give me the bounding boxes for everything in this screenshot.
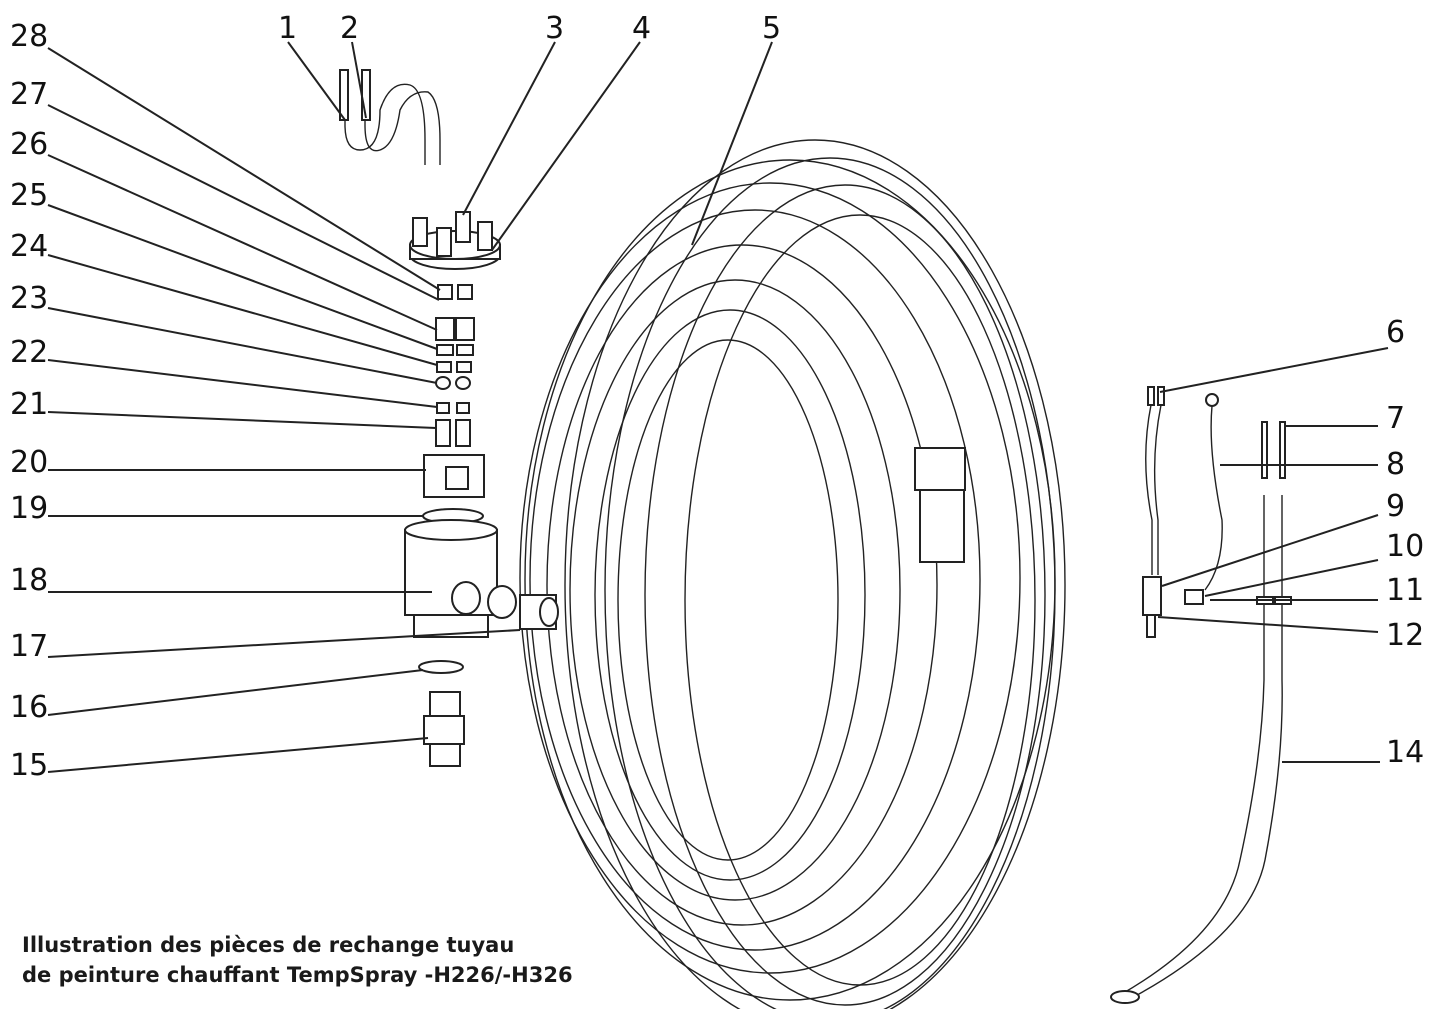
diagram-caption: Illustration des pièces de rechange tuya… [22, 930, 573, 990]
callout-28: 28 [10, 19, 48, 54]
caption-line-1: Illustration des pièces de rechange tuya… [22, 933, 515, 957]
callout-4: 4 [632, 11, 651, 46]
callout-8: 8 [1386, 447, 1405, 482]
callout-17: 17 [10, 629, 48, 664]
callout-numbers: 1 2 3 4 5 6 7 8 9 10 11 12 14 15 16 17 1… [10, 11, 1424, 783]
callout-1: 1 [278, 11, 297, 46]
callout-21: 21 [10, 387, 48, 422]
callout-26: 26 [10, 127, 48, 162]
callout-7: 7 [1386, 401, 1405, 436]
callout-20: 20 [10, 445, 48, 480]
callout-16: 16 [10, 690, 48, 725]
callout-27: 27 [10, 77, 48, 112]
sensor-assembly [1110, 386, 1292, 1004]
callout-3: 3 [545, 11, 564, 46]
callout-19: 19 [10, 491, 48, 526]
callout-14: 14 [1386, 735, 1424, 770]
manifold-assembly [339, 69, 559, 767]
callout-5: 5 [762, 11, 781, 46]
callout-12: 12 [1386, 618, 1424, 653]
caption-line-2: de peinture chauffant TempSpray -H226/-H… [22, 963, 573, 987]
callout-22: 22 [10, 335, 48, 370]
callout-6: 6 [1386, 315, 1405, 350]
callout-2: 2 [340, 11, 359, 46]
callout-11: 11 [1386, 573, 1424, 608]
callout-15: 15 [10, 748, 48, 783]
callout-25: 25 [10, 178, 48, 213]
callout-9: 9 [1386, 489, 1405, 524]
callout-18: 18 [10, 563, 48, 598]
callout-10: 10 [1386, 529, 1424, 564]
hose-coil [519, 139, 1066, 1009]
leader-lines [47, 41, 1389, 773]
callout-23: 23 [10, 281, 48, 316]
callout-24: 24 [10, 229, 48, 264]
